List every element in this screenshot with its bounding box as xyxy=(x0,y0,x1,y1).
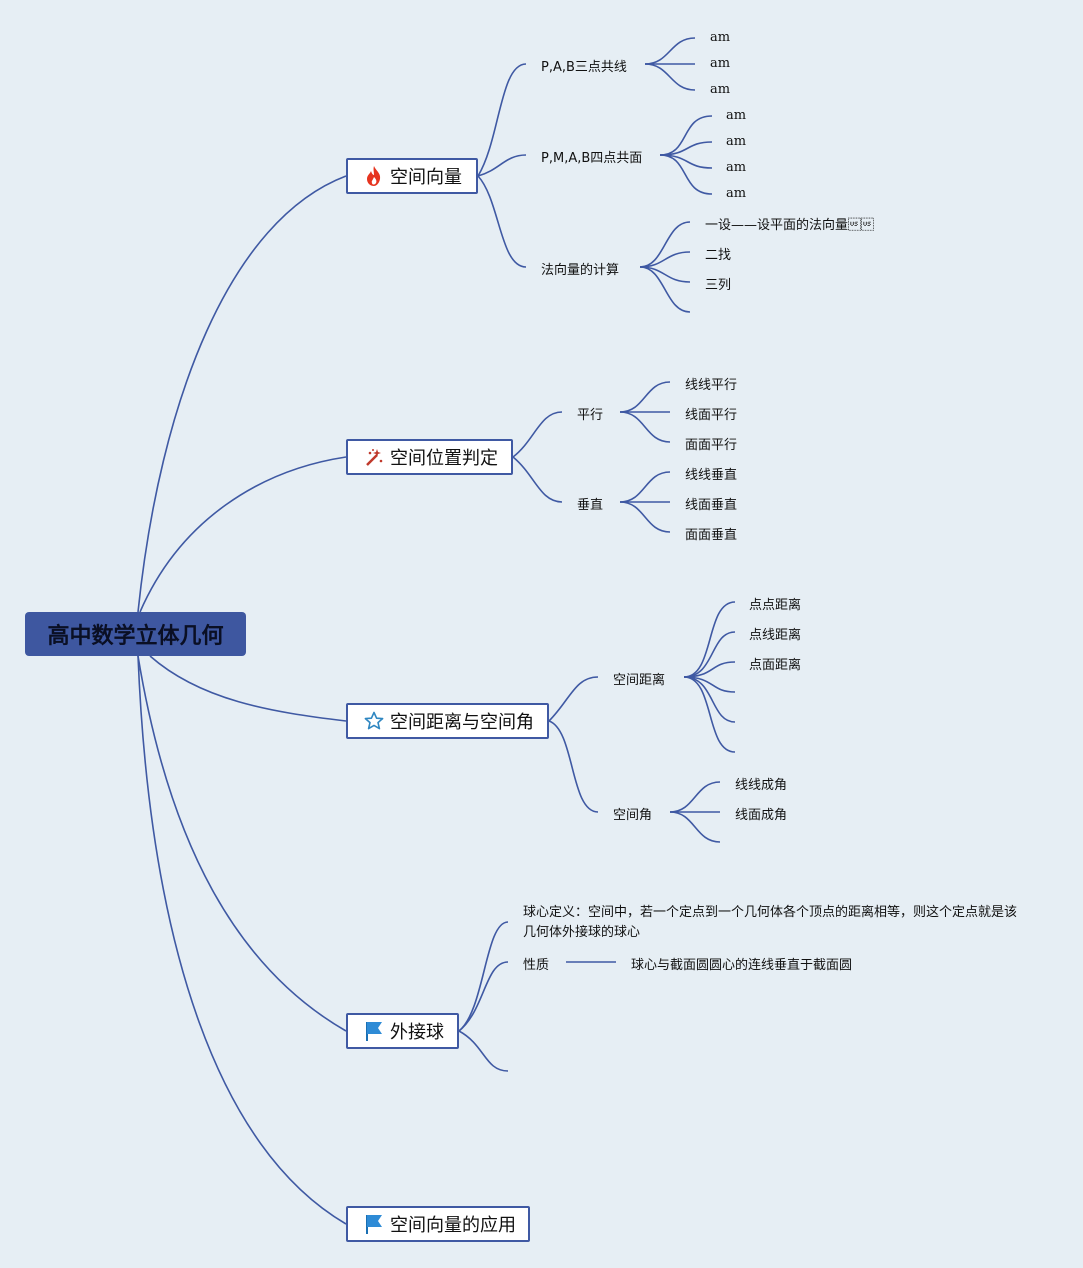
topic-distance-angle[interactable]: 空间距离与空间角 xyxy=(346,703,549,739)
leaf-am[interactable]: am xyxy=(710,56,731,71)
leaf-am[interactable]: am xyxy=(710,30,731,45)
topic-label: 空间距离与空间角 xyxy=(390,712,534,733)
leaf-plane-plane-perp[interactable]: 面面垂直 xyxy=(685,528,738,543)
leaf-point-point[interactable]: 点点距离 xyxy=(749,598,802,613)
leaf-line-line-perp[interactable]: 线线垂直 xyxy=(685,468,738,483)
topic-label: 外接球 xyxy=(390,1022,444,1043)
leaf-step-1[interactable]: 一设——设平面的法向量 xyxy=(705,218,875,233)
root-topic[interactable]: 高中数学立体几何 xyxy=(25,612,246,656)
leaf-step-2[interactable]: 二找 xyxy=(705,248,732,263)
topic-space-vector[interactable]: 空间向量 xyxy=(346,158,478,194)
root-label: 高中数学立体几何 xyxy=(47,624,224,649)
leaf-line-line-parallel[interactable]: 线线平行 xyxy=(685,378,738,393)
subtopic-property[interactable]: 性质 xyxy=(523,958,550,973)
subtopic-space-distance[interactable]: 空间距离 xyxy=(613,673,666,688)
leaf-point-plane[interactable]: 点面距离 xyxy=(749,658,802,673)
leaf-am[interactable]: am xyxy=(710,82,731,97)
sparkle-icon xyxy=(362,445,386,469)
topic-label: 空间向量 xyxy=(390,167,462,188)
topic-position[interactable]: 空间位置判定 xyxy=(346,439,513,475)
topic-vector-application[interactable]: 空间向量的应用 xyxy=(346,1206,530,1242)
fire-icon xyxy=(362,164,386,188)
subtopic-parallel[interactable]: 平行 xyxy=(577,408,604,423)
leaf-point-line[interactable]: 点线距离 xyxy=(749,628,802,643)
leaf-line-line-angle[interactable]: 线线成角 xyxy=(735,778,788,793)
leaf-step-3[interactable]: 三列 xyxy=(705,278,732,293)
leaf-property-detail[interactable]: 球心与截面圆圆心的连线垂直于截面圆 xyxy=(631,958,853,973)
topic-circumsphere[interactable]: 外接球 xyxy=(346,1013,459,1049)
leaf-line-plane-parallel[interactable]: 线面平行 xyxy=(685,408,738,423)
leaf-plane-plane-parallel[interactable]: 面面平行 xyxy=(685,438,738,453)
leaf-line-plane-perp[interactable]: 线面垂直 xyxy=(685,498,738,513)
subtopic-sphere-definition[interactable]: 球心定义：空间中，若一个定点到一个几何体各个顶点的距离相等，则这个定点就是该几何… xyxy=(523,905,1018,940)
subtopic-collinear[interactable]: P,A,B三点共线 xyxy=(541,60,627,75)
subtopic-perpendicular[interactable]: 垂直 xyxy=(577,498,604,513)
flag-icon xyxy=(362,1019,386,1043)
subtopic-coplanar[interactable]: P,M,A,B四点共面 xyxy=(541,151,643,166)
leaf-am[interactable]: am xyxy=(726,134,747,149)
leaf-line-plane-angle[interactable]: 线面成角 xyxy=(735,808,788,823)
flag-icon xyxy=(362,1212,386,1236)
subtopic-space-angle[interactable]: 空间角 xyxy=(613,808,653,823)
leaf-am[interactable]: am xyxy=(726,186,747,201)
subtopic-normal-vector[interactable]: 法向量的计算 xyxy=(541,263,620,278)
star-outline-icon xyxy=(362,709,386,733)
topic-label: 空间位置判定 xyxy=(390,448,498,469)
leaf-am[interactable]: am xyxy=(726,160,747,175)
topic-label: 空间向量的应用 xyxy=(390,1215,516,1236)
leaf-am[interactable]: am xyxy=(726,108,747,123)
